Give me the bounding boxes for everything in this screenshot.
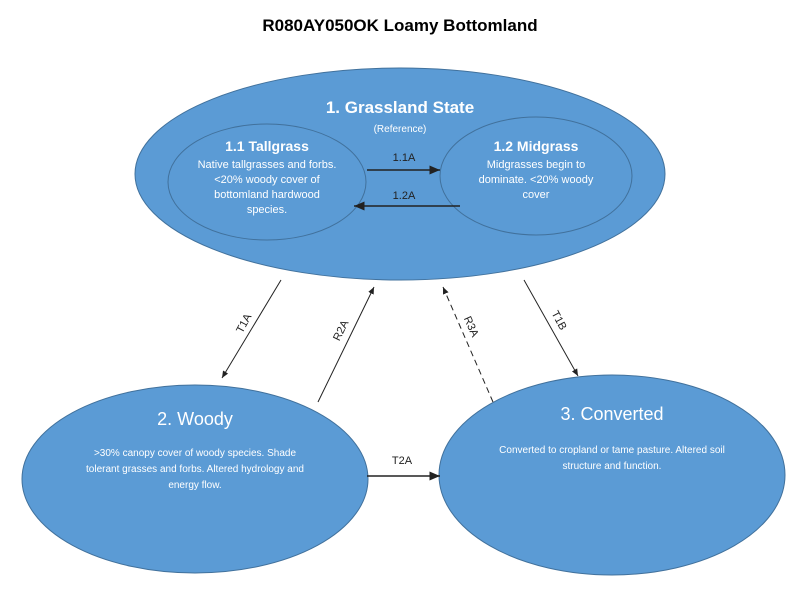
- grassland-state-subtitle: (Reference): [373, 124, 427, 135]
- tallgrass-title: 1.1 Tallgrass: [225, 138, 309, 154]
- diagram-title: R080AY050OK Loamy Bottomland: [262, 16, 538, 35]
- woody-title: 2. Woody: [157, 409, 233, 429]
- label-1-2a: 1.2A: [393, 190, 416, 202]
- midgrass-phase-ellipse: [439, 116, 633, 236]
- woody-state-ellipse: [21, 384, 369, 574]
- label-1-1a: 1.1A: [393, 152, 416, 164]
- woody-description: >30% canopy cover of woody species. Shad…: [86, 448, 304, 491]
- label-t1a: T1A: [234, 311, 254, 335]
- label-t2a: T2A: [392, 455, 413, 467]
- arrow-t1b: [523, 279, 579, 377]
- arrow-r2a: [317, 286, 375, 403]
- grassland-state-title: 1. Grassland State: [325, 98, 475, 117]
- tallgrass-description: Native tallgrasses and forbs. <20% woody…: [197, 159, 337, 216]
- converted-description: Converted to cropland or tame pasture. A…: [499, 445, 725, 472]
- midgrass-description: Midgrasses begin to dominate. <20% woody…: [478, 159, 594, 201]
- arrow-r3a: [442, 286, 494, 403]
- arrow-t1a: [221, 279, 282, 379]
- converted-title: 3. Converted: [560, 404, 664, 424]
- midgrass-title: 1.2 Midgrass: [493, 138, 579, 154]
- tallgrass-phase-ellipse: [167, 123, 367, 241]
